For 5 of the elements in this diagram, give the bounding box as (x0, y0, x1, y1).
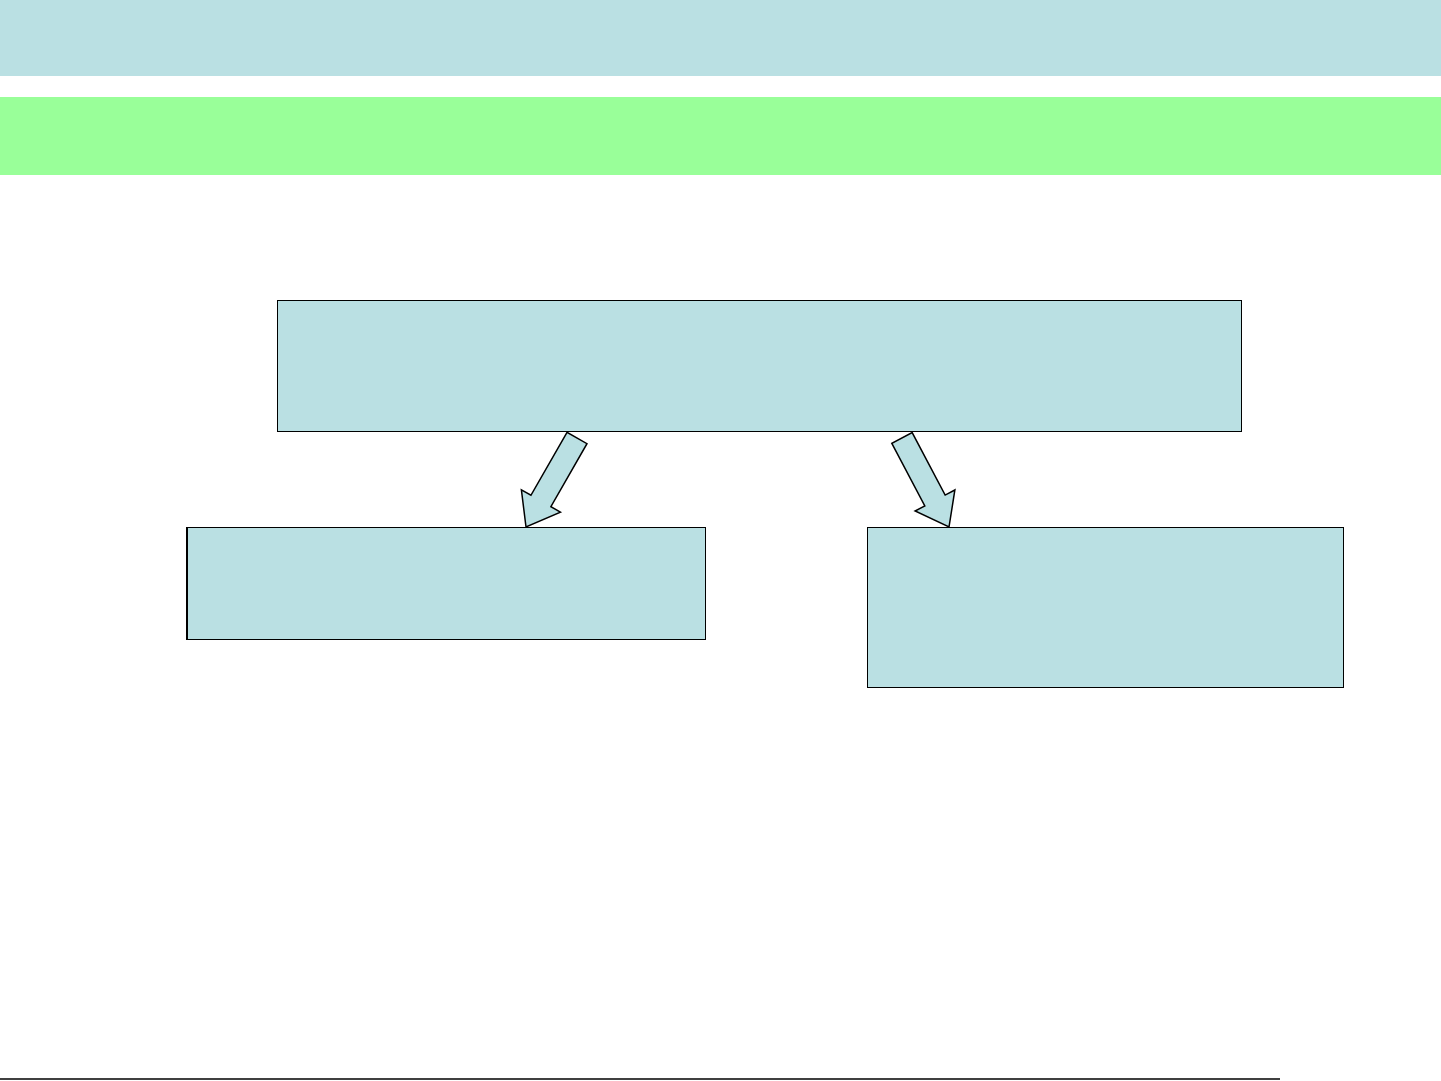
block-arrow (520, 431, 588, 529)
block-arrow (890, 431, 956, 529)
process-box (277, 300, 1242, 432)
process-box (867, 527, 1344, 688)
process-box (186, 527, 706, 640)
